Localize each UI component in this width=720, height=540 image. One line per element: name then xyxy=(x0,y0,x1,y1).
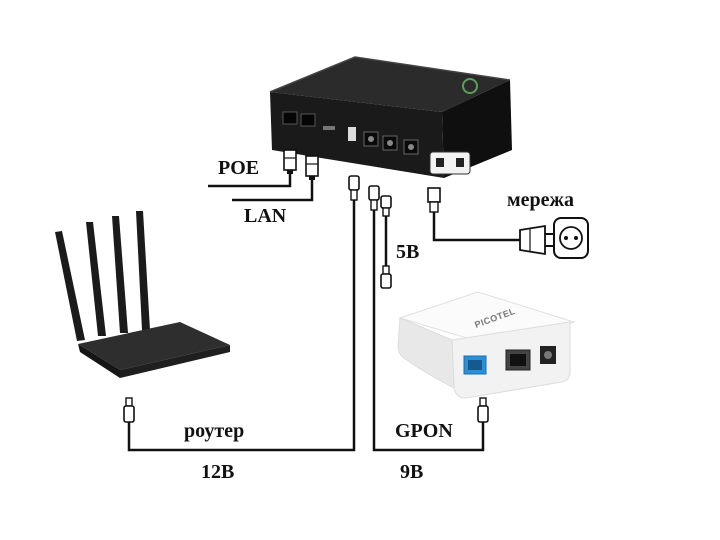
router-antenna-icon xyxy=(55,231,85,341)
ups-usb-port xyxy=(348,127,356,141)
dc-plug-router-icon xyxy=(123,397,135,423)
ups-switch xyxy=(323,126,335,130)
voltage-5v-label: 5В xyxy=(396,241,420,263)
router-antenna-icon xyxy=(136,211,150,330)
dc-plug-5v-bottom-icon xyxy=(380,265,392,289)
dc-plug-ont-icon xyxy=(477,397,489,423)
router-antenna-icon xyxy=(112,216,128,333)
dc-plug-5v-top-icon xyxy=(380,195,392,217)
poe-label: POE xyxy=(218,157,260,179)
mains-plug-icon xyxy=(519,224,556,256)
ups-poe-port xyxy=(282,111,298,125)
cable-12v xyxy=(127,200,356,452)
router xyxy=(55,211,230,378)
ups-lan-port xyxy=(300,113,316,127)
mains-label: мережа xyxy=(507,189,575,211)
ups-logo-icon xyxy=(462,78,478,94)
rj45-lan-plug-icon xyxy=(305,155,319,180)
voltage-9v-label: 9В xyxy=(400,461,424,483)
gpon-label: GPON xyxy=(395,420,453,442)
lan-cable xyxy=(232,178,314,202)
dc-plug-12v-top-icon xyxy=(348,175,360,201)
cables xyxy=(127,172,520,452)
gpon-ont: PICOTEL xyxy=(397,291,576,399)
poe-cable xyxy=(208,172,292,188)
dc-plug-9v-top-icon xyxy=(368,185,380,211)
lan-label: LAN xyxy=(244,205,287,227)
wall-socket-icon xyxy=(553,217,589,259)
rj45-poe-plug-icon xyxy=(283,149,297,174)
ups-dc-outputs xyxy=(363,131,419,155)
router-label: роутер xyxy=(184,420,245,442)
iec-plug-icon xyxy=(427,187,441,213)
mains-cable xyxy=(432,210,520,242)
cable-9v xyxy=(372,210,485,452)
ups-ac-inlet xyxy=(429,151,471,175)
router-antenna-icon xyxy=(86,222,106,336)
voltage-12v-label: 12В xyxy=(201,461,235,483)
